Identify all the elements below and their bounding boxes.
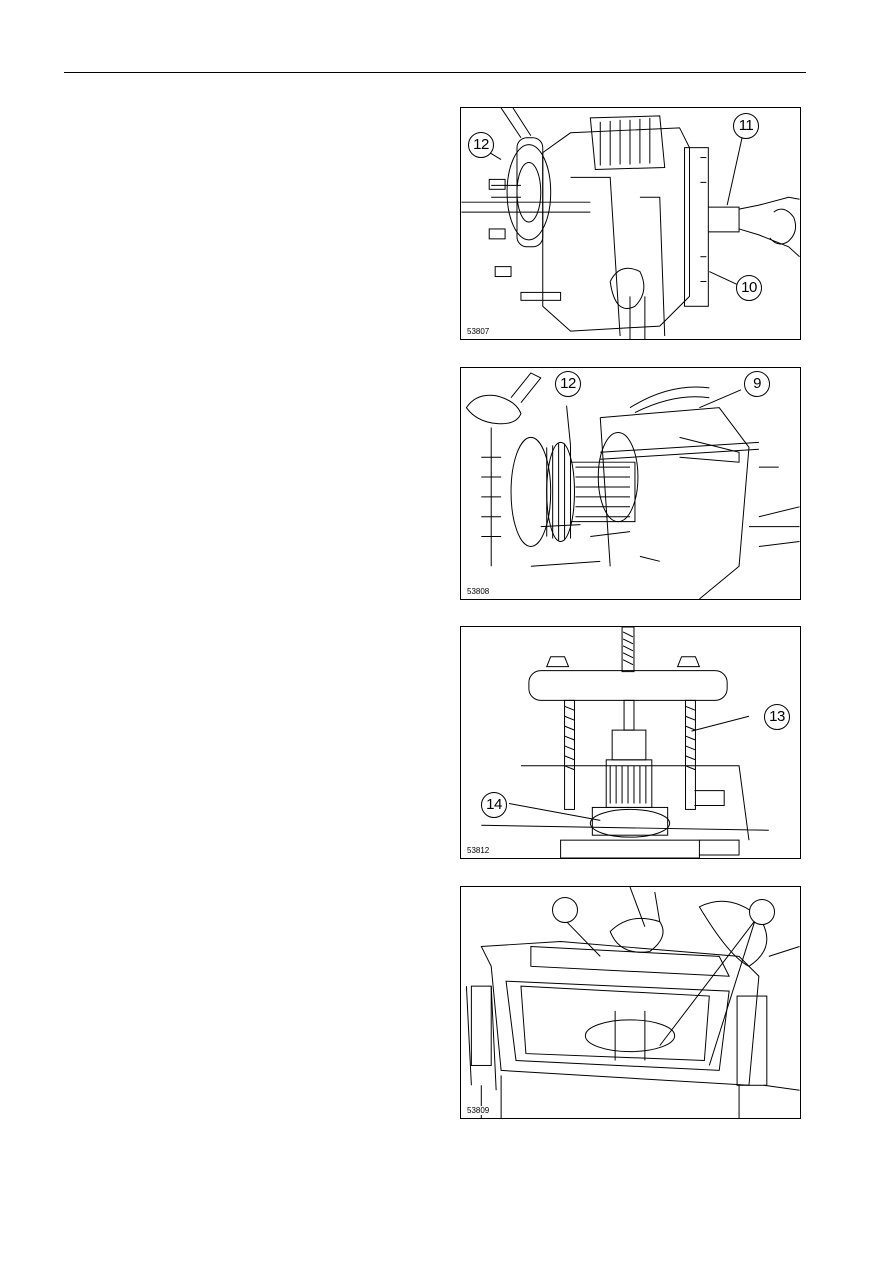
callout-14: 14 <box>481 792 507 818</box>
figure-53812: 13 14 53812 <box>460 626 801 859</box>
figure-53808: 12 9 53808 <box>460 367 801 600</box>
figure-code: 53812 <box>466 846 491 855</box>
callout-blank-right <box>749 899 775 925</box>
callout-11: 11 <box>733 113 759 139</box>
header-rule <box>64 72 806 73</box>
figure-53809: 53809 <box>460 886 801 1119</box>
figure-53809-illustration <box>465 887 800 1118</box>
callout-12: 12 <box>468 132 494 158</box>
callout-12: 12 <box>555 371 581 397</box>
figure-53807: 12 11 10 53807 <box>460 107 801 340</box>
figure-code: 53808 <box>466 587 491 596</box>
figure-53808-illustration <box>465 372 800 599</box>
figure-53812-illustration <box>481 627 769 858</box>
callout-9: 9 <box>744 371 770 397</box>
figure-53807-illustration <box>461 108 800 339</box>
figure-code: 53809 <box>466 1106 491 1115</box>
callout-blank-left <box>552 897 578 923</box>
callout-10: 10 <box>736 275 762 301</box>
figure-code: 53807 <box>466 327 491 336</box>
callout-13: 13 <box>764 704 790 730</box>
